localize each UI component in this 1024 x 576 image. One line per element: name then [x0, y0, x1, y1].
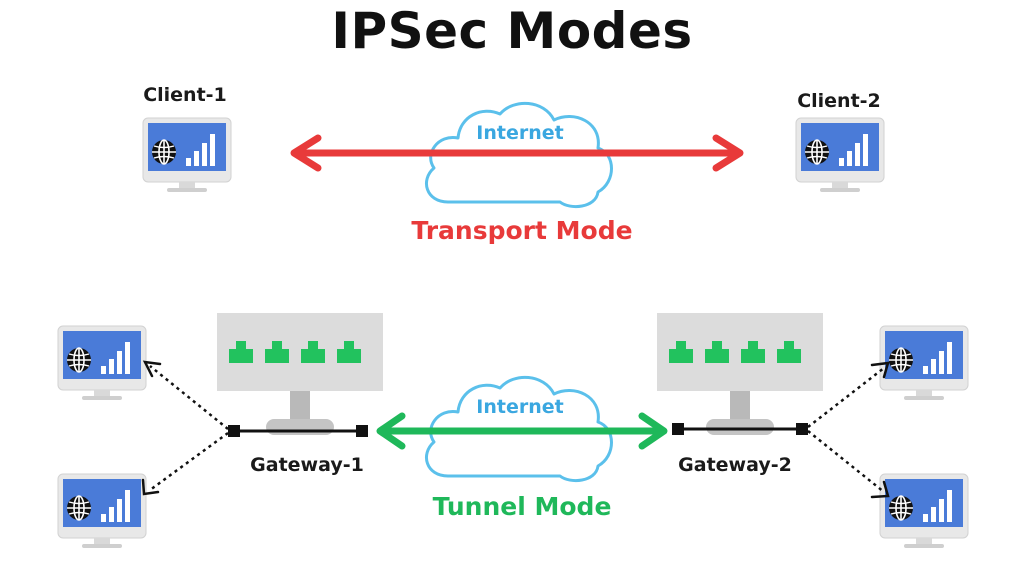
transport-double-arrow-icon	[290, 134, 744, 172]
site-2-arrowheads	[870, 361, 890, 499]
client-1-monitor-icon	[142, 117, 232, 193]
gateway-2-label: Gateway-2	[678, 454, 792, 476]
gateway-1-switch-icon	[217, 313, 383, 435]
gateway-2-switch-icon	[657, 313, 823, 435]
gateway-2-cable	[672, 423, 808, 435]
site-1-host-b-monitor-icon	[57, 473, 147, 549]
tunnel-mode-label: Tunnel Mode	[432, 492, 612, 521]
gateway-1-cable	[228, 425, 368, 437]
gateway-1-label: Gateway-1	[250, 454, 364, 476]
site-2-dotted-links	[807, 367, 885, 493]
client-2-monitor-icon	[795, 117, 885, 193]
transport-mode-label: Transport Mode	[411, 216, 633, 245]
site-1-host-a-monitor-icon	[57, 325, 147, 401]
client-1-label: Client-1	[143, 84, 227, 106]
client-2-label: Client-2	[797, 90, 881, 112]
page-title: IPSec Modes	[331, 2, 693, 60]
transport-cloud-label: Internet	[476, 122, 564, 144]
site-2-host-a-monitor-icon	[879, 325, 969, 401]
site-1-arrowheads	[141, 360, 162, 496]
site-2-host-b-monitor-icon	[879, 473, 969, 549]
tunnel-double-arrow-icon	[376, 412, 668, 450]
site-1-dotted-links	[149, 365, 229, 492]
tunnel-cloud-label: Internet	[476, 396, 564, 418]
